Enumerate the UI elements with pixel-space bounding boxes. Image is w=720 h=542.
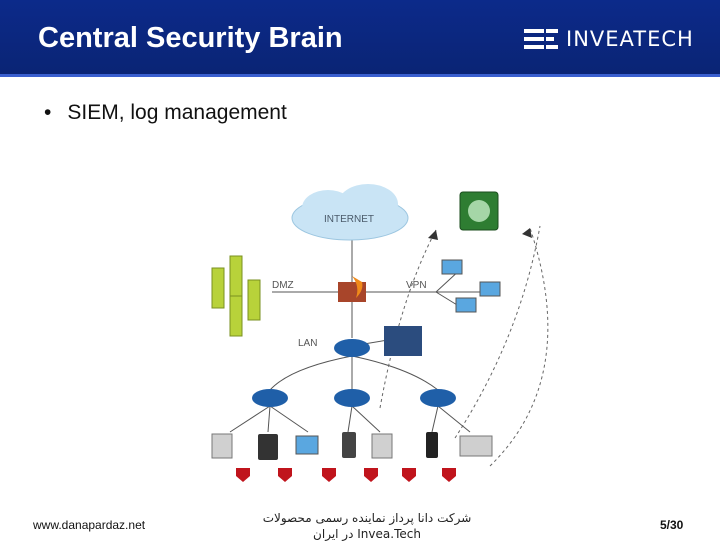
arrowhead-1 — [428, 230, 438, 240]
footer-company: شرکت دانا پرداز نماینده رسمی محصولات Inv… — [236, 510, 498, 542]
alert-shield-icon — [402, 468, 416, 482]
monitor-icon — [295, 435, 319, 455]
alert-shield-icon — [322, 468, 336, 482]
bullet-text: SIEM, log management — [67, 101, 287, 124]
bullet-dot: • — [44, 101, 52, 124]
router-icon — [252, 389, 288, 407]
router-icon — [420, 389, 456, 407]
header-divider — [0, 74, 720, 77]
slide-header: Central Security Brain INVEATECH — [0, 0, 720, 76]
footer-company-line1: شرکت دانا پرداز نماینده رسمی محصولات — [262, 511, 472, 525]
slide-title: Central Security Brain — [38, 22, 343, 54]
ids-sensor-icon — [384, 326, 422, 356]
alert-shield-icon — [364, 468, 378, 482]
phone-icon — [426, 432, 438, 458]
alert-shield-icon — [442, 468, 456, 482]
connection-lines — [229, 238, 488, 433]
laptop-icon — [459, 435, 493, 457]
logo-wordmark: INVEATECH — [566, 27, 694, 51]
dmz-label: DMZ — [272, 280, 294, 291]
footer-website: www.danapardaz.net — [33, 518, 146, 532]
vpn-label: VPN — [406, 280, 427, 291]
router-icon — [334, 339, 370, 357]
internet-cloud: INTERNET — [291, 184, 409, 241]
internet-label: INTERNET — [324, 214, 374, 225]
lan-label: LAN — [298, 338, 317, 349]
phone-icon — [342, 432, 356, 458]
inveatech-logo: INVEATECH — [524, 26, 694, 52]
alert-shield-icon — [278, 468, 292, 482]
alert-shield-icon — [236, 468, 250, 482]
siem-brain-icon — [459, 191, 499, 231]
alert-shields — [236, 468, 456, 482]
dmz-servers-icon — [211, 255, 261, 337]
vpn-monitors-icon — [441, 259, 501, 313]
pc-icon — [371, 433, 393, 459]
arrowhead-2 — [522, 228, 532, 238]
firewall-icon — [338, 276, 366, 302]
inveatech-logo-icon — [524, 29, 558, 49]
pc-icon — [211, 433, 233, 459]
tablet-icon — [258, 434, 278, 460]
network-diagram: INTERNET DMZ VPN LAN — [211, 184, 549, 482]
log-flow-arrows — [379, 225, 549, 467]
router-icon — [334, 389, 370, 407]
footer-company-line2: Invea.Tech در ایران — [313, 527, 421, 541]
endpoint-devices — [211, 432, 493, 460]
routers — [252, 339, 456, 407]
page-number: 5/30 — [660, 518, 684, 532]
bullet-item: • SIEM, log management — [44, 101, 287, 125]
